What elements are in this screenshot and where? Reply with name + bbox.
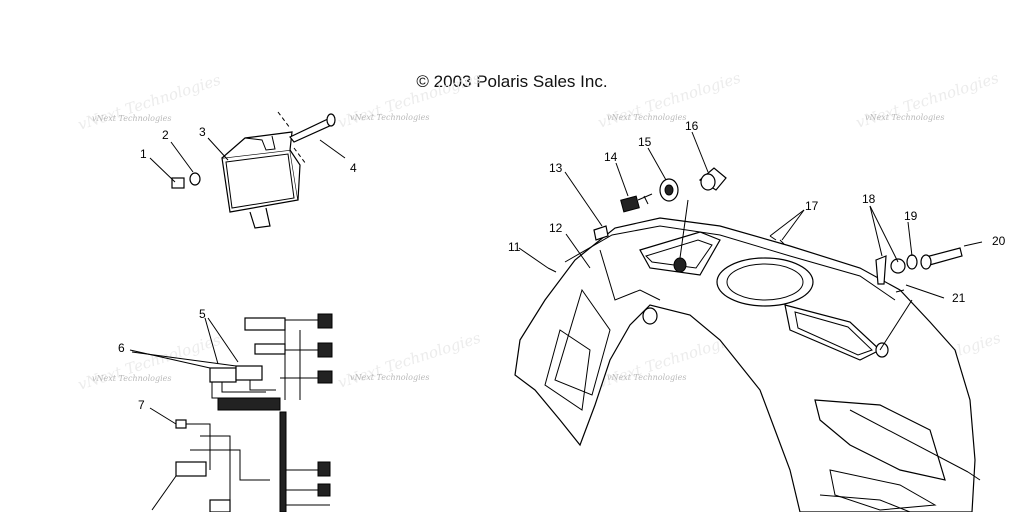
callout-17: 17: [805, 199, 819, 213]
plug-part: [593, 225, 609, 241]
watermark: vNext Technologies: [350, 113, 429, 122]
wiring-harness: [129, 313, 333, 512]
callout-4: 4: [350, 161, 357, 175]
callout-2: 2: [162, 128, 169, 142]
callout-6: 6: [118, 341, 125, 355]
callout-7: 7: [138, 398, 145, 412]
watermark: vNext Technologies: [865, 113, 944, 122]
watermark: vNext Technologies: [336, 329, 484, 392]
callout-12: 12: [549, 221, 563, 235]
cdi-module-assembly: [149, 111, 346, 229]
callout-21: 21: [952, 291, 966, 305]
callout-labels: 1 2 3 4 5 6 7 11 12 13 14 15 16 17 18 19…: [118, 119, 1006, 412]
key-part: [620, 195, 640, 213]
watermark: vNext Technologies: [92, 114, 171, 123]
lever-part: [875, 255, 887, 285]
callout-13: 13: [549, 161, 563, 175]
copyright-notice: © 2003 Polaris Sales Inc.: [416, 72, 608, 91]
watermark: vNext Technologies: [596, 69, 744, 132]
callout-15: 15: [638, 135, 652, 149]
callout-18: 18: [862, 192, 876, 206]
callout-3: 3: [199, 125, 206, 139]
callout-20: 20: [992, 234, 1006, 248]
watermark: vNext Technologies: [854, 69, 1002, 132]
hood-panel: [514, 217, 976, 512]
gauge-housing: [716, 257, 814, 307]
watermark: vNext Technologies: [350, 373, 429, 382]
washer-part: [189, 172, 201, 186]
watermark: vNext Technologies: [607, 113, 686, 122]
module-body: [221, 149, 299, 213]
watermark: vNext Technologies: [607, 373, 686, 382]
callout-5: 5: [199, 307, 206, 321]
callout-14: 14: [604, 150, 618, 164]
callout-11: 11: [508, 240, 521, 254]
callout-16: 16: [685, 119, 699, 133]
nut-part: [171, 177, 185, 189]
watermark: vNext Technologies: [336, 69, 484, 132]
callout-19: 19: [904, 209, 918, 223]
dash-hardware: [518, 131, 983, 481]
watermark: vNext Technologies: [92, 374, 171, 383]
watermark: vNext Technologies: [76, 331, 224, 394]
callout-1: 1: [140, 147, 147, 161]
